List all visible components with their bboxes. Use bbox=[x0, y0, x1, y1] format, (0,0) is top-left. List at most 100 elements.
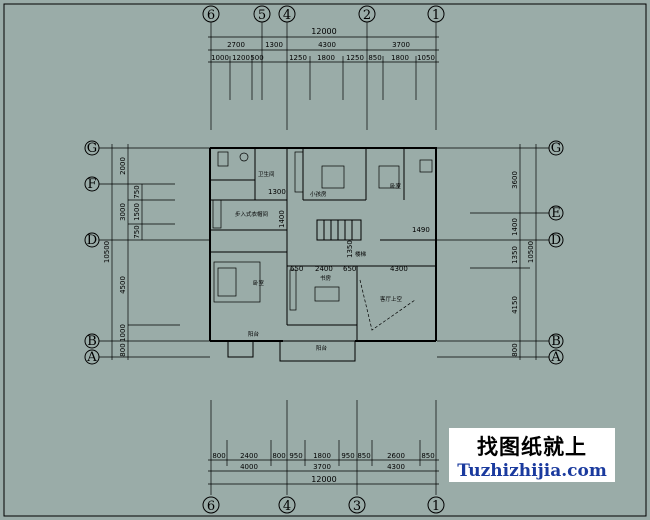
room-label-master: 卧室 bbox=[253, 279, 265, 287]
room-labels: 卫生间 步入式衣帽间 小孩房 卧室 卧室 书房 楼梯 客厅上空 阳台 阳台 bbox=[235, 170, 403, 352]
svg-text:1400: 1400 bbox=[278, 210, 286, 228]
svg-text:650: 650 bbox=[290, 265, 303, 273]
room-label-child: 小孩房 bbox=[310, 190, 327, 198]
svg-text:B: B bbox=[87, 334, 97, 349]
svg-text:10500: 10500 bbox=[103, 241, 111, 263]
bottom-axis-bubbles: 6 4 3 1 bbox=[202, 496, 445, 514]
svg-text:3700: 3700 bbox=[392, 41, 410, 49]
svg-text:4150: 4150 bbox=[511, 296, 519, 314]
svg-text:3: 3 bbox=[353, 499, 361, 514]
svg-text:2400: 2400 bbox=[315, 265, 333, 273]
left-axis-lines bbox=[99, 144, 210, 360]
bottom-total-dim: 12000 bbox=[311, 475, 336, 484]
right-dims: 3600 1400 1350 4150 800 10500 bbox=[511, 171, 535, 357]
bottom-mid-dims: 4000 3700 4300 bbox=[240, 463, 405, 471]
interior-dims: 1300 1490 1400 2400 650 4300 1350 650 bbox=[268, 188, 430, 273]
svg-text:1000: 1000 bbox=[211, 54, 229, 62]
furniture bbox=[212, 151, 433, 311]
svg-text:4300: 4300 bbox=[390, 265, 408, 273]
room-label-wc: 卫生间 bbox=[258, 170, 275, 178]
svg-text:500: 500 bbox=[250, 54, 263, 62]
room-label-balcony-left: 阳台 bbox=[248, 330, 260, 338]
svg-text:1400: 1400 bbox=[511, 218, 519, 236]
svg-text:850: 850 bbox=[421, 452, 434, 460]
bottom-inner-dims: 800 2400 800 950 1800 950 850 2600 850 bbox=[212, 452, 434, 460]
svg-text:1200: 1200 bbox=[232, 54, 250, 62]
svg-text:2700: 2700 bbox=[227, 41, 245, 49]
svg-text:1300: 1300 bbox=[265, 41, 283, 49]
svg-text:10500: 10500 bbox=[527, 241, 535, 263]
room-label-bedroom: 卧室 bbox=[390, 182, 402, 190]
watermark-chinese: 找图纸就上 bbox=[477, 435, 587, 459]
svg-text:1800: 1800 bbox=[313, 452, 331, 460]
svg-text:850: 850 bbox=[357, 452, 370, 460]
svg-text:750: 750 bbox=[133, 185, 141, 198]
svg-text:3000: 3000 bbox=[119, 203, 127, 221]
svg-text:750: 750 bbox=[133, 225, 141, 238]
svg-text:4300: 4300 bbox=[318, 41, 336, 49]
svg-text:800: 800 bbox=[272, 452, 285, 460]
svg-text:800: 800 bbox=[212, 452, 225, 460]
room-label-study: 书房 bbox=[320, 274, 332, 282]
svg-text:D: D bbox=[87, 233, 97, 248]
sheet-border bbox=[3, 3, 647, 517]
svg-text:6: 6 bbox=[207, 499, 215, 514]
watermark-box: 找图纸就上 Tuzhizhijia.com bbox=[449, 428, 615, 482]
svg-text:A: A bbox=[550, 350, 561, 365]
top-axis-label: 2 bbox=[363, 8, 371, 23]
svg-text:1000: 1000 bbox=[119, 324, 127, 342]
svg-text:1050: 1050 bbox=[417, 54, 435, 62]
svg-text:650: 650 bbox=[343, 265, 356, 273]
svg-text:4: 4 bbox=[283, 499, 291, 514]
svg-text:1300: 1300 bbox=[268, 188, 286, 196]
svg-text:1800: 1800 bbox=[391, 54, 409, 62]
room-label-balcony-bottom: 阳台 bbox=[316, 344, 328, 352]
top-inner-dims: 1000 1200 500 1250 1800 1250 850 1800 10… bbox=[211, 54, 435, 62]
svg-text:950: 950 bbox=[289, 452, 302, 460]
svg-text:1490: 1490 bbox=[412, 226, 430, 234]
svg-text:800: 800 bbox=[511, 343, 519, 356]
void-dashed-outline bbox=[359, 279, 416, 331]
svg-text:3700: 3700 bbox=[313, 463, 331, 471]
room-label-walkin: 步入式衣帽间 bbox=[235, 210, 268, 218]
interior-walls bbox=[210, 148, 436, 362]
watermark-url: Tuzhizhijia.com bbox=[457, 461, 607, 481]
svg-text:2400: 2400 bbox=[240, 452, 258, 460]
top-dimension-lines bbox=[208, 22, 439, 130]
svg-text:2600: 2600 bbox=[387, 452, 405, 460]
svg-text:G: G bbox=[87, 141, 97, 156]
right-axis-lines bbox=[437, 144, 549, 360]
svg-text:850: 850 bbox=[368, 54, 381, 62]
svg-text:1: 1 bbox=[432, 499, 440, 514]
svg-text:G: G bbox=[551, 141, 561, 156]
svg-text:1500: 1500 bbox=[133, 203, 141, 221]
svg-text:1350: 1350 bbox=[511, 246, 519, 264]
svg-text:4500: 4500 bbox=[119, 276, 127, 294]
left-dims: 2000 750 1500 750 3000 4500 1000 800 105… bbox=[103, 157, 141, 357]
svg-text:1250: 1250 bbox=[289, 54, 307, 62]
svg-text:D: D bbox=[551, 233, 561, 248]
svg-text:3600: 3600 bbox=[511, 171, 519, 189]
svg-text:F: F bbox=[87, 177, 96, 192]
svg-text:A: A bbox=[86, 350, 97, 365]
svg-text:4000: 4000 bbox=[240, 463, 258, 471]
top-axis-label: 6 bbox=[207, 8, 215, 23]
top-total-dim: 12000 bbox=[311, 27, 336, 36]
top-axis-label: 5 bbox=[258, 8, 266, 23]
top-axis-label: 4 bbox=[283, 8, 291, 23]
top-axis-label: 1 bbox=[432, 8, 440, 23]
svg-text:2000: 2000 bbox=[119, 157, 127, 175]
svg-text:B: B bbox=[551, 334, 561, 349]
svg-text:950: 950 bbox=[341, 452, 354, 460]
svg-text:1350: 1350 bbox=[346, 240, 354, 258]
room-label-stair: 楼梯 bbox=[355, 250, 367, 258]
svg-text:1800: 1800 bbox=[317, 54, 335, 62]
svg-text:E: E bbox=[551, 206, 561, 221]
svg-text:1250: 1250 bbox=[346, 54, 364, 62]
room-label-void: 客厅上空 bbox=[380, 295, 403, 303]
svg-text:4300: 4300 bbox=[387, 463, 405, 471]
bottom-dimension-lines bbox=[208, 400, 439, 495]
svg-text:800: 800 bbox=[119, 343, 127, 356]
